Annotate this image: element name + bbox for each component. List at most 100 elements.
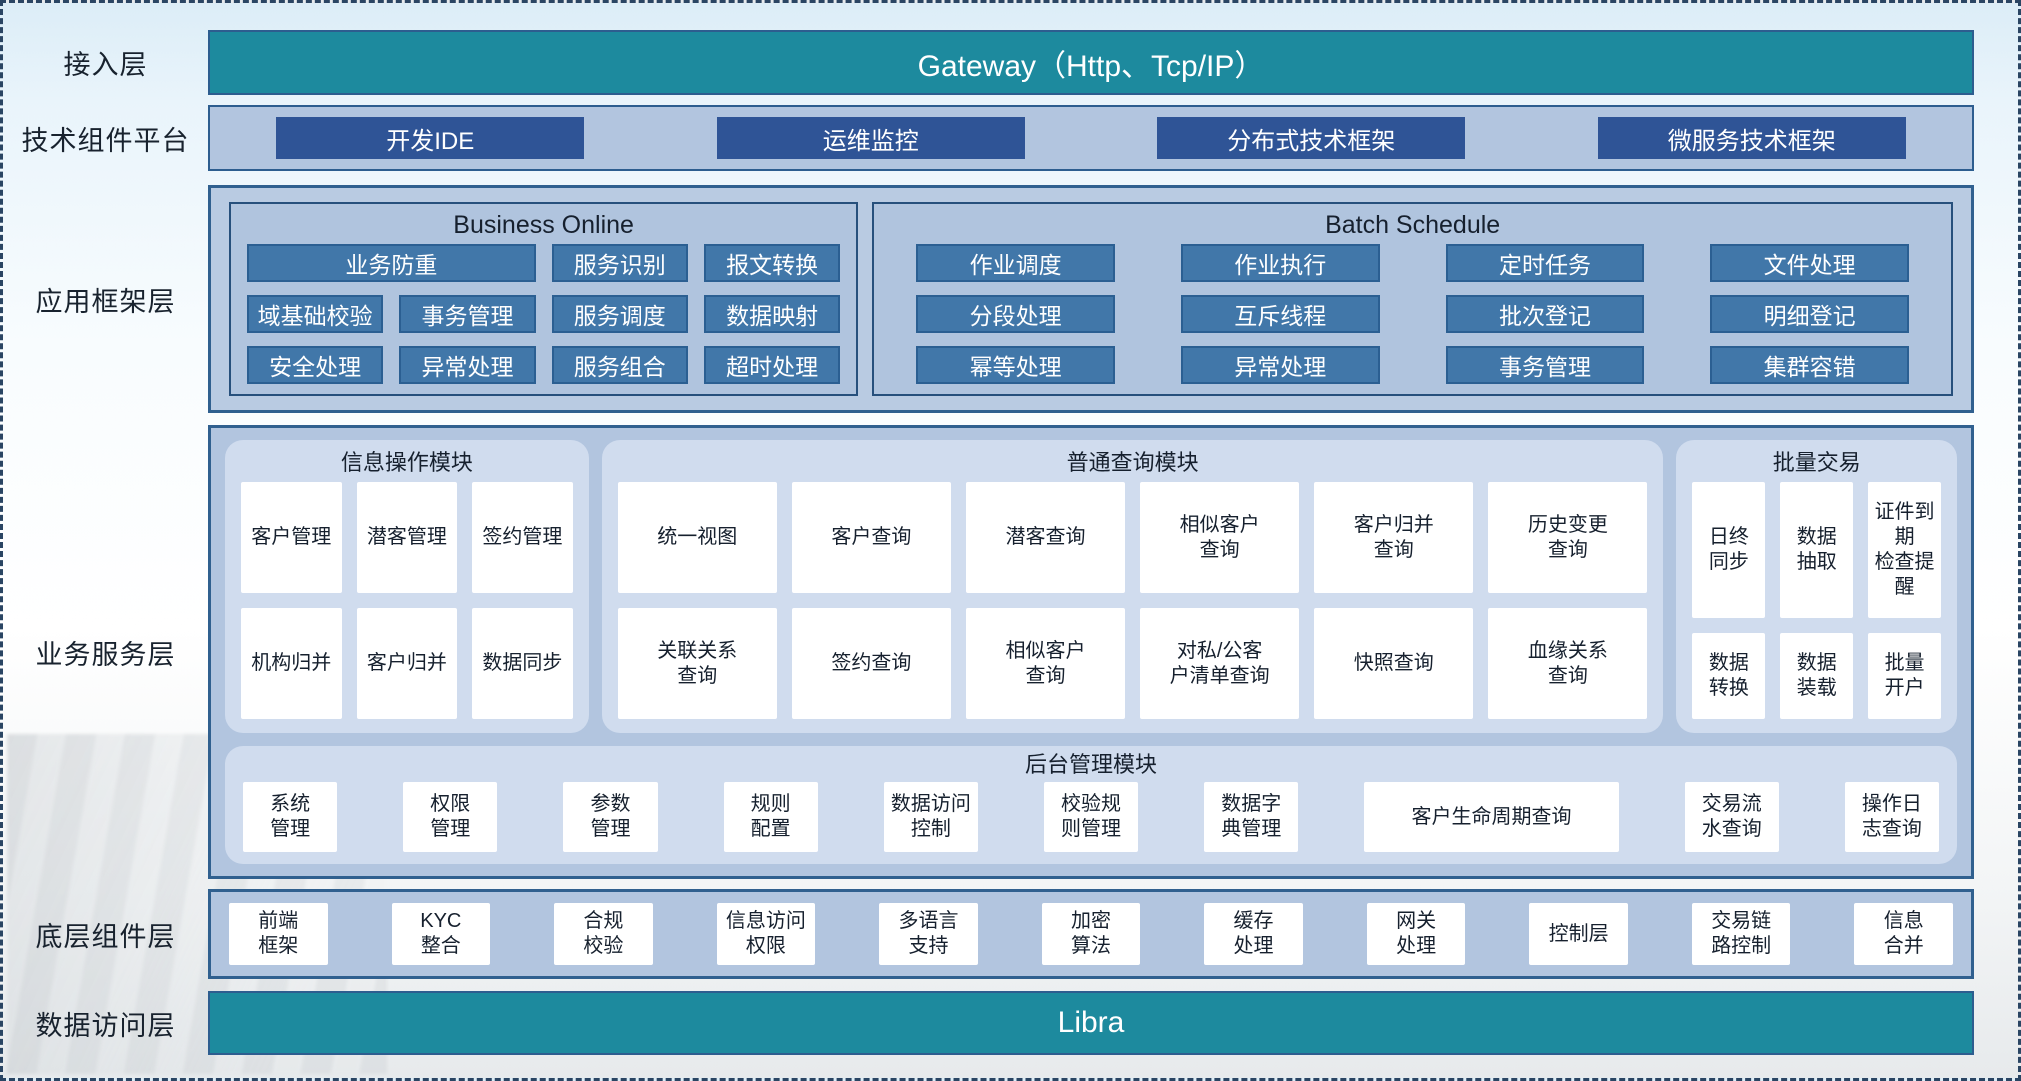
base-component-box: 信息 合并 xyxy=(1854,903,1954,965)
backend-admin-box: 系统 管理 xyxy=(243,782,338,852)
base-component-box: 控制层 xyxy=(1529,903,1628,965)
business-online-title: Business Online xyxy=(453,211,634,239)
layer-base-component: 底层组件层 前端 框架 KYC 整合 合规 校验 信息访问 权限 多语言 支持 加密 算法… xyxy=(3,889,2018,979)
layer-app-framework: 应用框架层 Business Online 业务防重服务识别报文转换域基础校验事… xyxy=(3,185,2018,413)
batch-trade-box: 数据 抽取 xyxy=(1780,482,1854,618)
backend-admin-module-card: 后台管理模块 系统 管理权限 管理参数 管理规则 配置数据访问 控制校验规 则管… xyxy=(225,746,1957,864)
batch-trade-box: 证件到期 检查提醒 xyxy=(1868,482,1941,618)
common-query-grid: 统一视图客户查询潜客查询相似客户 查询客户归并 查询历史变更 查询关联关系 查询… xyxy=(617,482,1648,719)
backend-admin-module-title: 后台管理模块 xyxy=(1024,752,1157,777)
backend-admin-box: 权限 管理 xyxy=(403,782,498,852)
business-online-box: 事务管理 xyxy=(399,295,536,333)
batch-trade-box: 数据 装载 xyxy=(1780,633,1854,719)
batch-schedule-box: 文件处理 xyxy=(1710,244,1909,282)
tech-component-box: 微服务技术框架 xyxy=(1597,117,1906,159)
info-operation-box: 客户管理 xyxy=(241,482,342,593)
base-component-box: 多语言 支持 xyxy=(879,903,978,965)
tech-component-box: 开发IDE xyxy=(276,117,585,159)
backend-admin-row: 系统 管理权限 管理参数 管理规则 配置数据访问 控制校验规 则管理数据字 典管… xyxy=(243,782,1939,852)
common-query-box: 相似客户 查询 xyxy=(1140,482,1300,593)
tech-component-box: 分布式技术框架 xyxy=(1157,117,1466,159)
batch-schedule-box: 分段处理 xyxy=(916,295,1115,333)
batch-schedule-box: 批次登记 xyxy=(1445,295,1645,333)
batch-schedule-box: 作业执行 xyxy=(1180,244,1380,282)
base-component-box: 合规 校验 xyxy=(554,903,653,965)
info-operation-grid: 客户管理潜客管理签约管理机构归并客户归并数据同步 xyxy=(241,482,573,719)
business-online-box: 数据映射 xyxy=(703,295,841,333)
backend-admin-box: 交易流 水查询 xyxy=(1684,782,1779,852)
batch-trade-box: 数据 转换 xyxy=(1692,633,1766,719)
data-access-label: 数据访问层 xyxy=(35,1010,176,1041)
business-online-box: 安全处理 xyxy=(247,346,384,384)
business-online-box: 业务防重 xyxy=(247,244,536,282)
app-framework-panel: Business Online 业务防重服务识别报文转换域基础校验事务管理服务调… xyxy=(208,185,1974,413)
backend-admin-box: 数据访问 控制 xyxy=(883,782,978,852)
business-service-label: 业务服务层 xyxy=(35,639,176,670)
tech-component-box: 运维监控 xyxy=(716,117,1025,159)
app-framework-label: 应用框架层 xyxy=(35,286,176,317)
common-query-box: 潜客查询 xyxy=(965,482,1126,593)
batch-trade-box: 批量 开户 xyxy=(1868,633,1941,719)
business-online-box: 服务调度 xyxy=(551,295,688,333)
base-component-box: 前端 框架 xyxy=(229,903,328,965)
layer-access: 接入层 Gateway（Http、Tcp/IP） xyxy=(3,30,2018,95)
batch-trade-title: 批量交易 xyxy=(1772,450,1861,475)
backend-admin-box: 校验规 则管理 xyxy=(1043,782,1139,852)
info-operation-box: 客户归并 xyxy=(356,608,458,719)
backend-admin-box: 操作日 志查询 xyxy=(1844,782,1939,852)
common-query-box: 关联关系 查询 xyxy=(617,608,777,719)
libra-bar: Libra xyxy=(208,991,1974,1055)
base-component-box: KYC 整合 xyxy=(391,903,491,965)
common-query-box: 客户归并 查询 xyxy=(1314,482,1474,593)
layer-data-access: 数据访问层 Libra xyxy=(3,991,2018,1055)
batch-schedule-box: 互斥线程 xyxy=(1180,295,1380,333)
business-online-grid: 业务防重服务识别报文转换域基础校验事务管理服务调度数据映射安全处理异常处理服务组… xyxy=(247,244,841,384)
common-query-box: 相似客户 查询 xyxy=(965,608,1126,719)
business-online-box: 报文转换 xyxy=(703,244,841,282)
batch-schedule-title: Batch Schedule xyxy=(1325,211,1501,239)
common-query-module-card: 普通查询模块 统一视图客户查询潜客查询相似客户 查询客户归并 查询历史变更 查询… xyxy=(601,440,1664,733)
tech-platform-label: 技术组件平台 xyxy=(21,125,190,156)
business-online-box: 异常处理 xyxy=(399,346,536,384)
backend-admin-box: 参数 管理 xyxy=(563,782,658,852)
batch-trade-box: 日终 同步 xyxy=(1692,482,1766,618)
business-online-box: 服务组合 xyxy=(551,346,688,384)
common-query-box: 对私/公客 户清单查询 xyxy=(1140,608,1300,719)
base-component-box: 缓存 处理 xyxy=(1204,903,1303,965)
backend-admin-box: 规则 配置 xyxy=(723,782,818,852)
batch-schedule-box: 事务管理 xyxy=(1445,346,1645,384)
access-layer-label: 接入层 xyxy=(63,50,148,80)
business-service-panel: 信息操作模块 客户管理潜客管理签约管理机构归并客户归并数据同步 普通查询模块 统… xyxy=(208,425,1974,879)
gateway-bar: Gateway（Http、Tcp/IP） xyxy=(208,30,1974,95)
base-component-box: 信息访问 权限 xyxy=(716,903,816,965)
batch-schedule-box: 集群容错 xyxy=(1710,346,1909,384)
batch-schedule-panel: Batch Schedule 作业调度作业执行定时任务文件处理分段处理互斥线程批… xyxy=(872,202,1953,396)
business-online-box: 域基础校验 xyxy=(247,295,384,333)
batch-schedule-box: 明细登记 xyxy=(1710,295,1909,333)
batch-schedule-box: 异常处理 xyxy=(1180,346,1380,384)
base-component-box: 交易链 路控制 xyxy=(1691,903,1791,965)
base-component-label: 底层组件层 xyxy=(35,921,176,952)
common-query-box: 客户查询 xyxy=(791,482,951,593)
common-query-box: 签约查询 xyxy=(791,608,951,719)
base-component-box: 加密 算法 xyxy=(1041,903,1141,965)
batch-trade-grid: 日终 同步数据 抽取证件到期 检查提醒数据 转换数据 装载批量 开户 xyxy=(1692,482,1941,719)
layer-tech-platform: 技术组件平台 开发IDE 运维监控 分布式技术框架 微服务技术框架 xyxy=(3,105,2018,171)
batch-trade-card: 批量交易 日终 同步数据 抽取证件到期 检查提醒数据 转换数据 装载批量 开户 xyxy=(1676,440,1957,733)
common-query-box: 血缘关系 查询 xyxy=(1488,608,1648,719)
base-component-band: 前端 框架 KYC 整合 合规 校验 信息访问 权限 多语言 支持 加密 算法 缓存 处理 网… xyxy=(208,889,1974,979)
common-query-box: 历史变更 查询 xyxy=(1488,482,1648,593)
info-operation-module-title: 信息操作模块 xyxy=(340,450,473,475)
backend-admin-box: 客户生命周期查询 xyxy=(1364,782,1619,852)
common-query-box: 统一视图 xyxy=(617,482,777,593)
common-query-module-title: 普通查询模块 xyxy=(1066,450,1199,475)
info-operation-module-card: 信息操作模块 客户管理潜客管理签约管理机构归并客户归并数据同步 xyxy=(225,440,589,733)
batch-schedule-grid: 作业调度作业执行定时任务文件处理分段处理互斥线程批次登记明细登记幂等处理异常处理… xyxy=(916,244,1909,384)
business-online-box: 服务识别 xyxy=(551,244,688,282)
backend-admin-box: 数据字 典管理 xyxy=(1204,782,1299,852)
layer-business-service: 业务服务层 信息操作模块 客户管理潜客管理签约管理机构归并客户归并数据同步 普通… xyxy=(3,425,2018,879)
base-component-box: 网关 处理 xyxy=(1366,903,1466,965)
batch-schedule-box: 定时任务 xyxy=(1445,244,1645,282)
tech-platform-band: 开发IDE 运维监控 分布式技术框架 微服务技术框架 xyxy=(208,105,1974,171)
